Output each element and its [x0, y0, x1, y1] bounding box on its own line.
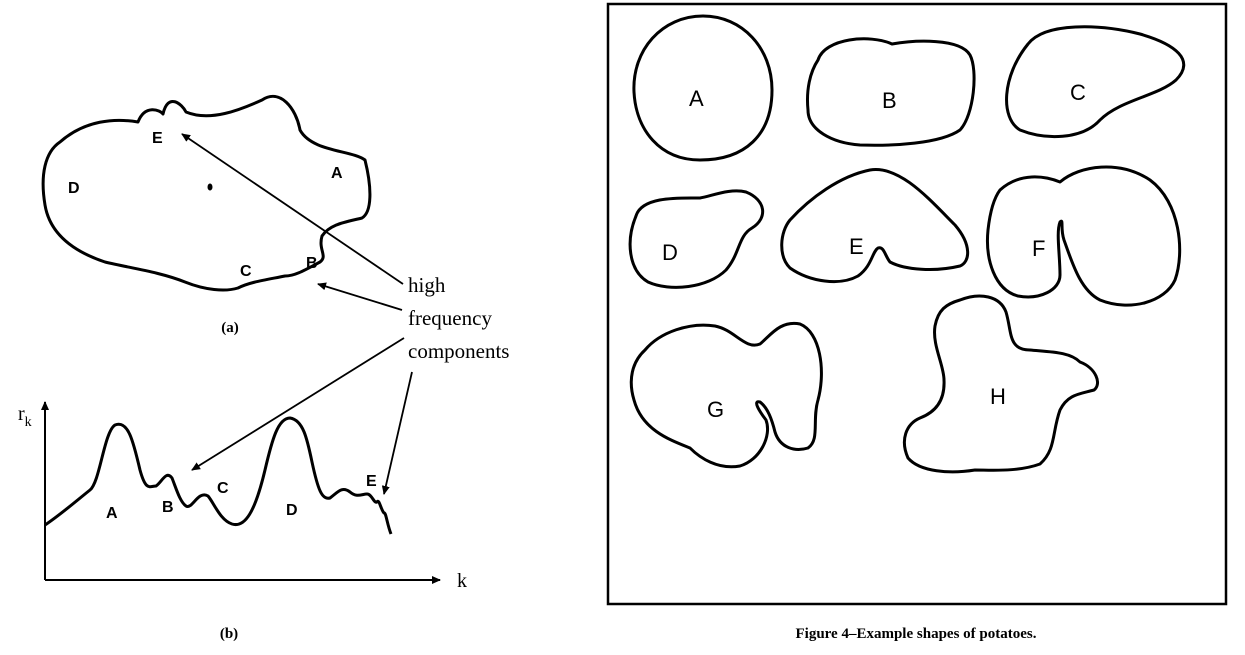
region-label-d: D: [68, 180, 80, 197]
peak-label-a: A: [106, 505, 118, 522]
peak-label-b: B: [162, 499, 174, 516]
peak-label-c: C: [217, 480, 229, 497]
annotation-line-3: components: [408, 339, 509, 363]
arrow-to-e-plot: [381, 371, 413, 495]
arrow-to-e-top: [181, 133, 404, 285]
shape-label-g: G: [707, 397, 724, 422]
shape-label-f: F: [1032, 236, 1045, 261]
shape-label-h: H: [990, 384, 1006, 409]
x-axis-label: k: [457, 570, 467, 592]
shape-label-a: A: [689, 86, 704, 111]
potato-shape-f: [985, 165, 1182, 307]
potato-shape-a: [632, 14, 774, 162]
figure-caption: Figure 4–Example shapes of potatoes.: [796, 626, 1037, 642]
panel-b-caption: (b): [220, 626, 238, 642]
potato-shape-h: [903, 294, 1099, 474]
shape-label-d: D: [662, 240, 678, 265]
arrow-to-b-plot: [191, 337, 405, 471]
region-label-c: C: [240, 263, 252, 280]
potato-shape-e: [780, 168, 970, 283]
panel-b: rk k A B C D E (b): [18, 401, 467, 642]
shape-label-b: B: [882, 88, 897, 113]
region-label-b: B: [306, 255, 318, 272]
panel-a-caption: (a): [221, 320, 239, 336]
potato-shape-b: [806, 37, 976, 147]
peak-label-d: D: [286, 502, 298, 519]
region-label-e: E: [152, 130, 163, 147]
panel-a: E A D C B (a): [41, 94, 372, 336]
potato-shape-g: [629, 321, 823, 469]
shape-label-c: C: [1070, 80, 1086, 105]
potato-outline: [41, 94, 372, 292]
shapes-frame: [606, 2, 1228, 606]
centroid-dot: [207, 183, 213, 191]
potato-shapes-panel: A B C D E F G H Figure 4–Example shapes …: [606, 2, 1228, 642]
arrow-to-b-top: [317, 282, 403, 311]
annotation-group: high frequency components: [181, 133, 509, 495]
shape-label-e: E: [849, 234, 864, 259]
potato-shape-c: [1005, 25, 1186, 139]
potato-shape-d: [628, 189, 764, 289]
region-label-a: A: [331, 165, 343, 182]
y-axis-label: rk: [18, 403, 32, 430]
peak-label-e: E: [366, 473, 377, 490]
radius-profile-curve: [44, 416, 393, 535]
annotation-line-1: high: [408, 273, 446, 297]
annotation-line-2: frequency: [408, 306, 492, 330]
